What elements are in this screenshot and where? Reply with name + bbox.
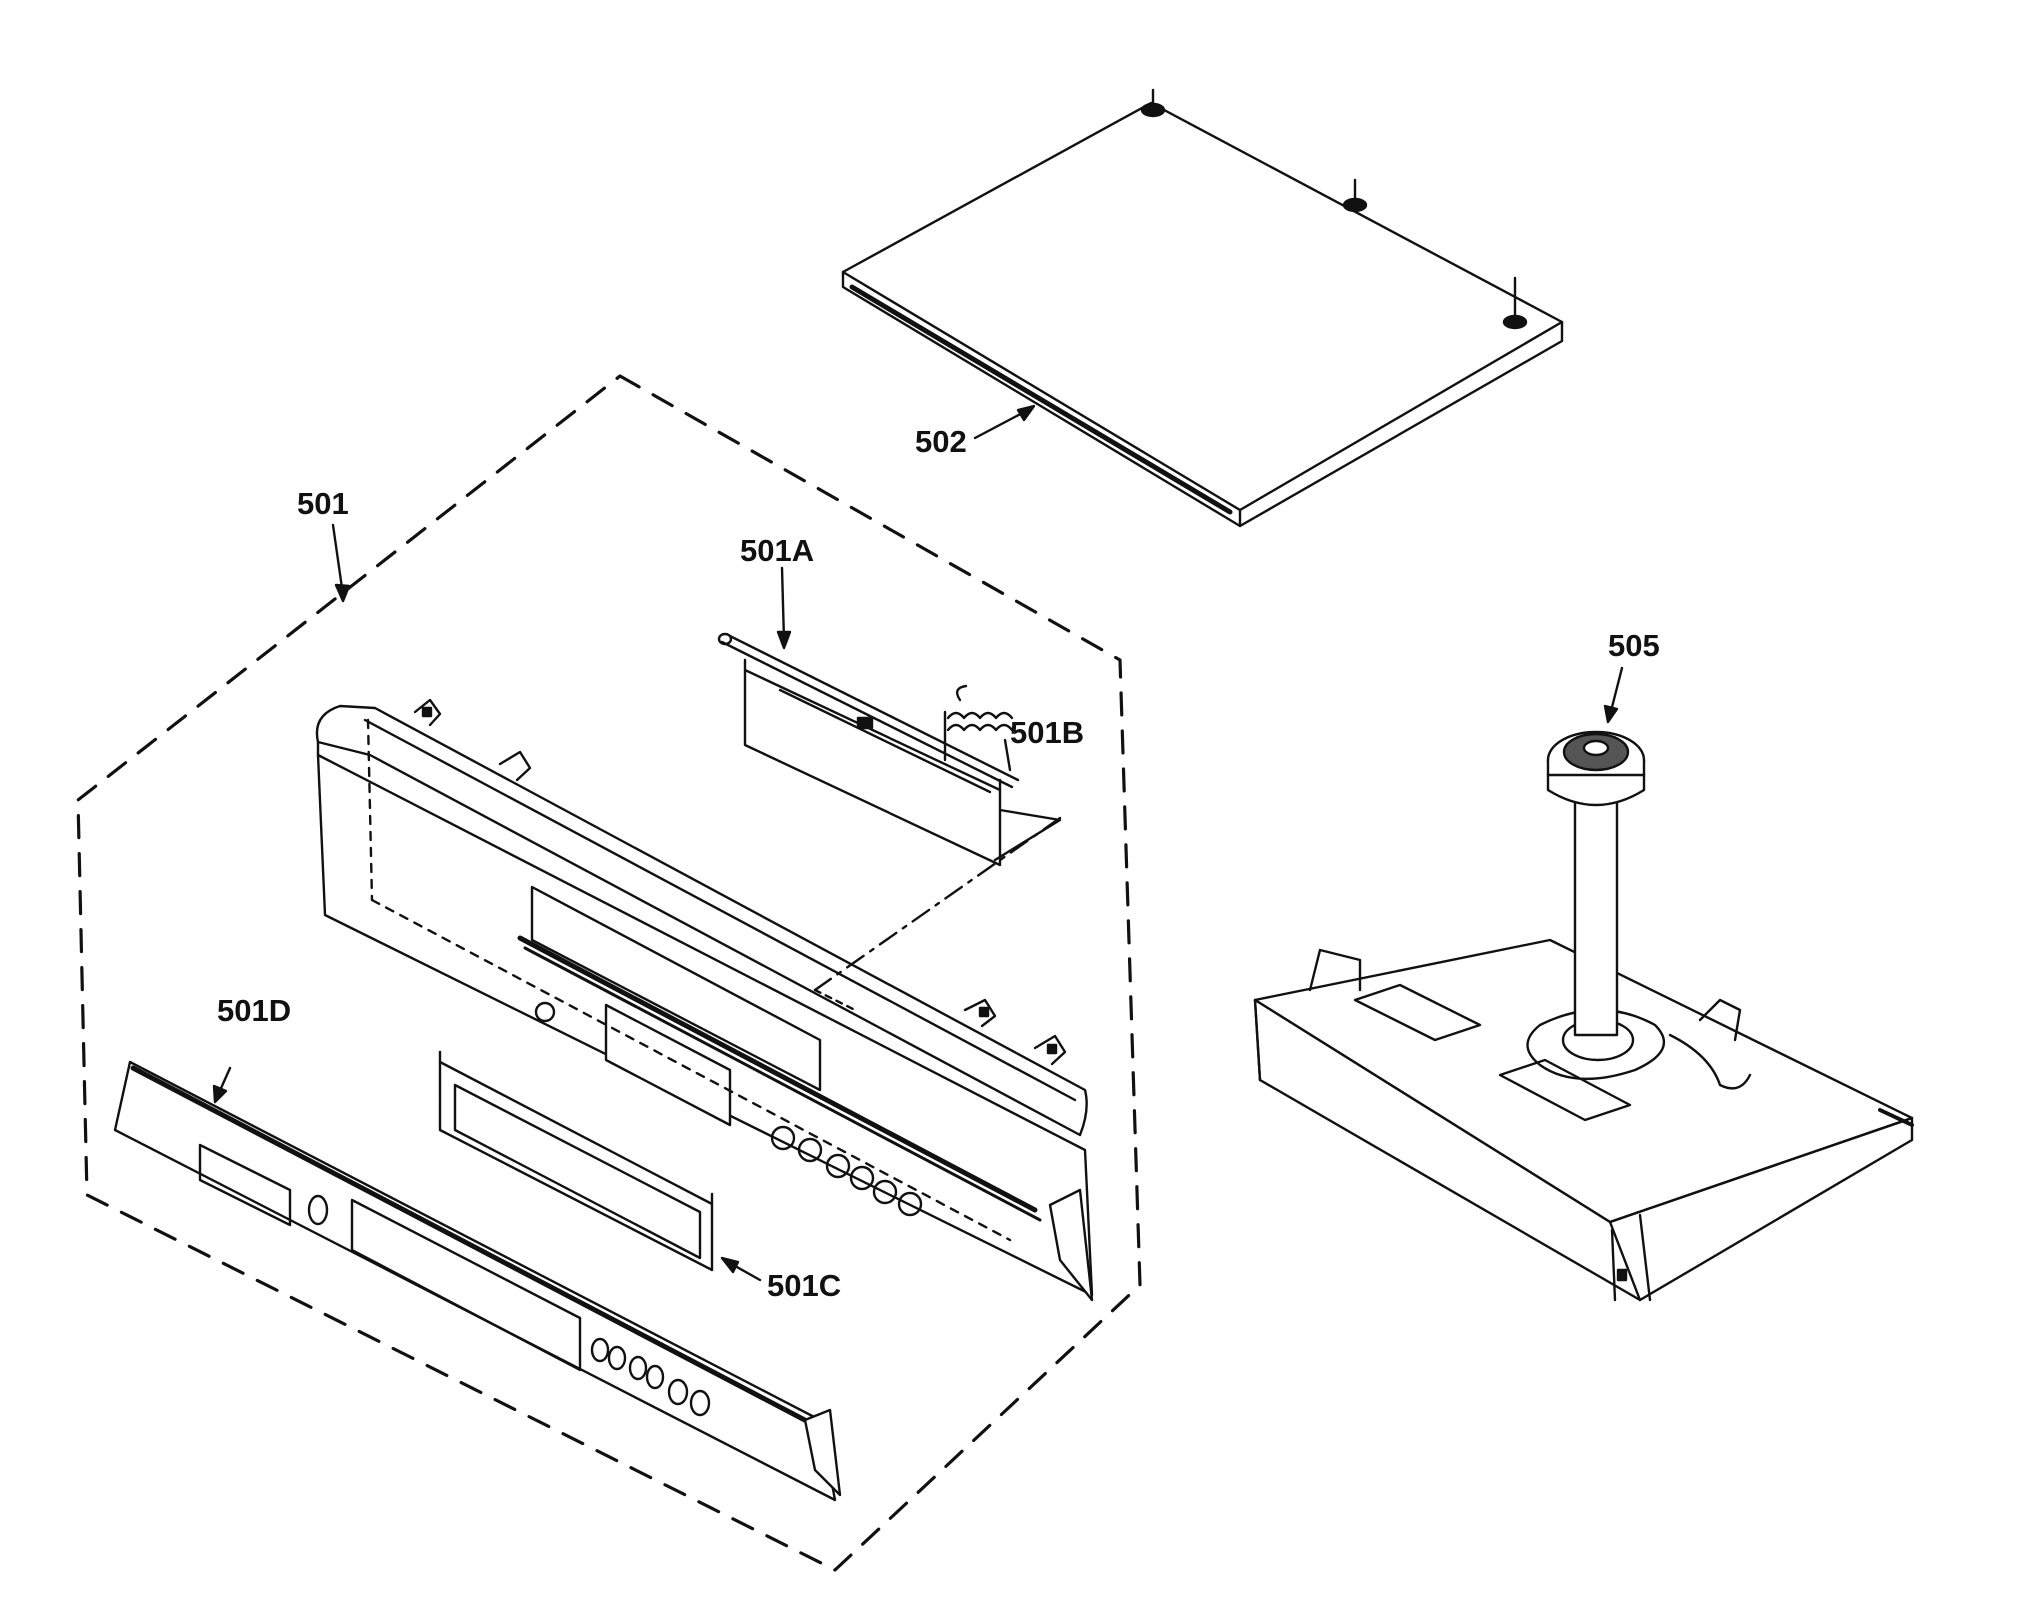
top-cover-502 (841, 88, 1564, 528)
callout-label-501c: 501C (767, 1268, 842, 1303)
display-window-501c (438, 1050, 714, 1272)
callout-label-501a: 501A (740, 533, 815, 568)
callout-label-501: 501 (297, 486, 349, 521)
group-501-boundary (76, 374, 1142, 1572)
alignment-line (813, 816, 1062, 992)
front-bezel-501d (113, 1060, 842, 1502)
leader-502 (973, 408, 1030, 440)
callout-label-501b: 501B (1010, 715, 1085, 750)
callout-label-505: 505 (1608, 628, 1660, 663)
motor-505 (1546, 730, 1646, 1037)
bracket-501a (717, 632, 1062, 867)
callout-label-502: 502 (915, 424, 967, 459)
spring-501b (943, 684, 1014, 772)
front-panel-main (315, 698, 1094, 1302)
callout-label-501d: 501D (217, 993, 292, 1028)
chassis-mechanism (1253, 938, 1914, 1302)
